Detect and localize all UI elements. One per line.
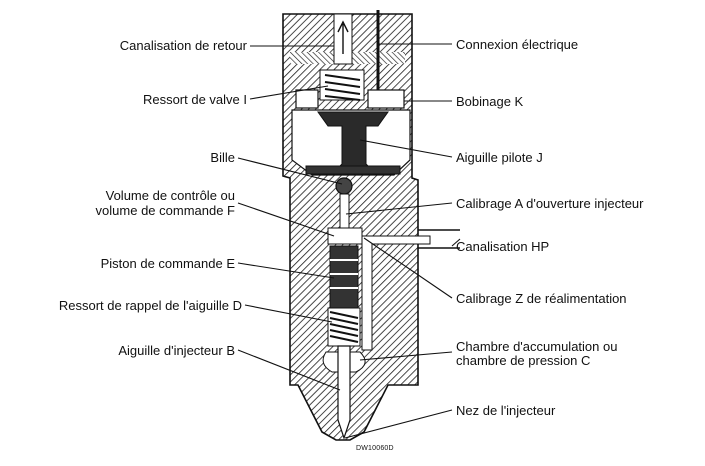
coil-block-left xyxy=(295,89,319,109)
leader-piston xyxy=(237,262,335,279)
label-valve-spring: Ressort de valve I xyxy=(142,92,247,107)
leader-lines xyxy=(237,43,461,439)
label-control-piston: Piston de commande E xyxy=(100,256,235,271)
coil-block xyxy=(367,89,405,109)
leader-hp xyxy=(451,238,461,247)
label-ball: Bille xyxy=(210,150,235,165)
label-injector-nose: Nez de l'injecteur xyxy=(456,403,556,418)
label-opening-orifice: Calibrage A d'ouverture injecteur xyxy=(456,196,644,211)
control-piston xyxy=(329,245,359,309)
label-pilot-needle: Aiguille pilote J xyxy=(456,150,543,165)
label-injector-needle: Aiguille d'injecteur B xyxy=(118,343,235,358)
needle-return-spring xyxy=(329,311,359,343)
label-accumulation-chamber-2: chambre de pression C xyxy=(456,353,591,368)
valve-spring xyxy=(324,74,361,101)
armature-plate xyxy=(305,165,401,175)
hp-line-pipe xyxy=(418,229,460,249)
label-control-volume-2: volume de commande F xyxy=(95,203,235,218)
leader-orifice-a xyxy=(345,202,453,215)
label-feed-orifice: Calibrage Z de réalimentation xyxy=(456,291,627,306)
leader-needle xyxy=(237,349,341,391)
label-hp-line: Canalisation HP xyxy=(456,239,550,254)
leader-nose xyxy=(344,409,453,439)
control-channel xyxy=(339,193,350,231)
leader-ball xyxy=(237,157,343,185)
figure-code: DW10060D xyxy=(356,445,394,452)
piston-ribs xyxy=(330,259,358,289)
label-coil: Bobinage K xyxy=(456,94,524,109)
leader-return-spring xyxy=(244,304,333,323)
label-needle-return-spring: Ressort de rappel de l'aiguille D xyxy=(58,298,242,313)
accumulation-chamber xyxy=(322,351,366,373)
label-accumulation-chamber-1: Chambre d'accumulation ou xyxy=(456,339,618,354)
label-electrical-connection: Connexion électrique xyxy=(456,37,579,52)
leader-pilot xyxy=(359,139,453,158)
leader-control-volume xyxy=(237,202,335,237)
leader-chamber xyxy=(359,351,453,361)
return-arrow xyxy=(337,20,349,54)
ball xyxy=(335,177,353,195)
leader-orifice-z xyxy=(363,237,453,299)
label-return-line: Canalisation de retour xyxy=(119,38,247,53)
leader-valve-spring xyxy=(249,85,329,100)
label-control-volume-1: Volume de contrôle ou xyxy=(105,188,235,203)
injector-needle xyxy=(337,345,351,440)
